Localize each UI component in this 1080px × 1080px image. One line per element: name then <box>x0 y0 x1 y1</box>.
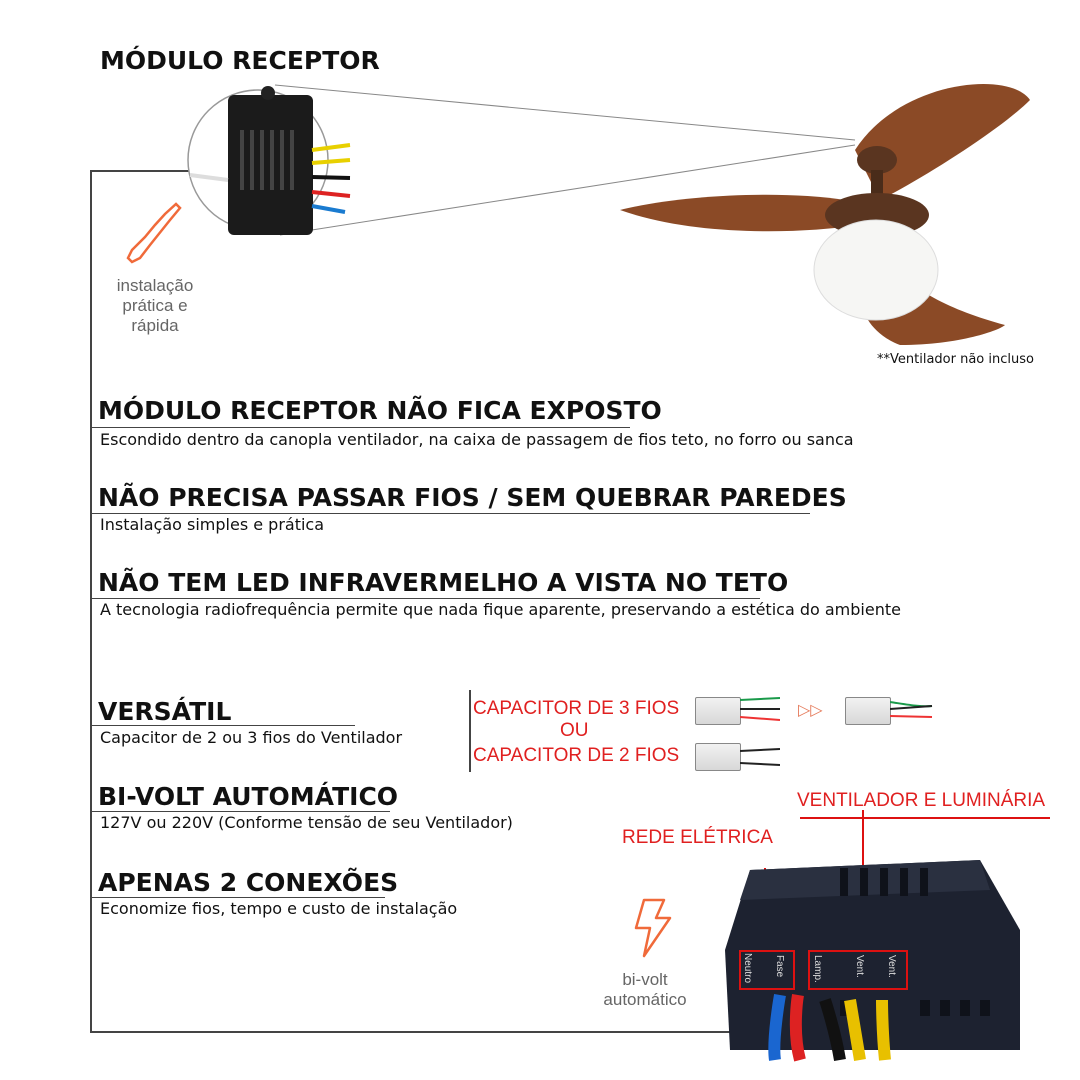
feature-title: MÓDULO RECEPTOR NÃO FICA EXPOSTO <box>98 396 662 425</box>
bivolt-note-line: automático <box>603 990 687 1009</box>
module-title: MÓDULO RECEPTOR <box>100 46 380 75</box>
capacitor-2-wires-label: CAPACITOR DE 2 FIOS <box>473 745 680 766</box>
feature-title: BI-VOLT AUTOMÁTICO <box>98 782 399 811</box>
bivolt-note: bi-volt automático <box>585 970 705 1010</box>
receiver-module-illustration <box>725 810 1050 1062</box>
capacitor-wires <box>740 748 780 766</box>
fan-terminal-box <box>808 950 908 990</box>
lightning-icon <box>634 898 672 958</box>
capacitor-divider <box>469 690 471 772</box>
feature-desc: Capacitor de 2 ou 3 fios do Ventilador <box>100 728 403 747</box>
feature-desc: Economize fios, tempo e custo de instala… <box>100 899 458 918</box>
feature-title: VERSÁTIL <box>98 697 232 726</box>
feature-underline <box>90 897 385 898</box>
install-note-line: prática e <box>122 296 188 315</box>
feature-desc: A tecnologia radiofrequência permite que… <box>100 600 901 619</box>
mains-terminal-box <box>739 950 795 990</box>
feature-underline <box>90 513 810 514</box>
bivolt-note-line: bi-volt <box>622 970 668 989</box>
feature-underline <box>90 427 630 428</box>
left-vertical-line <box>90 170 92 1032</box>
feature-underline <box>90 811 390 812</box>
capacitor-wires <box>890 701 933 718</box>
feature-title: NÃO PRECISA PASSAR FIOS / SEM QUEBRAR PA… <box>98 483 847 512</box>
feature-desc: Instalação simples e prática <box>100 515 325 534</box>
install-note: instalação prática e rápida <box>100 276 210 336</box>
feature-title: NÃO TEM LED INFRAVERMELHO A VISTA NO TET… <box>98 568 789 597</box>
arrow-icon: ▷▷ <box>798 700 823 719</box>
terminal-label: Fase <box>774 955 785 978</box>
module-zoom-illustration <box>126 84 1030 345</box>
feature-underline <box>90 725 355 726</box>
top-connector-line <box>90 170 190 172</box>
install-note-line: instalação <box>116 276 194 295</box>
capacitor-3-wire-icon <box>695 697 741 725</box>
feature-desc: 127V ou 220V (Conforme tensão de seu Ven… <box>100 813 513 832</box>
fan-and-light-label: VENTILADOR E LUMINÁRIA <box>797 790 1046 811</box>
terminal-label: Vent. <box>886 955 897 978</box>
feature-underline <box>90 598 760 599</box>
capacitor-or-label: OU <box>560 720 589 741</box>
feature-desc: Escondido dentro da canopla ventilador, … <box>100 430 854 449</box>
capacitor-3-wires-label: CAPACITOR DE 3 FIOS <box>473 698 680 719</box>
capacitor-2-wire-icon <box>695 743 741 771</box>
terminal-label: Vent. <box>854 955 865 978</box>
mains-label: REDE ELÉTRICA <box>622 827 773 848</box>
fan-not-included-note: **Ventilador não incluso <box>877 352 1034 367</box>
capacitor-3-wire-joined-icon <box>845 697 891 725</box>
bottom-line <box>90 1031 730 1033</box>
terminal-label: Lamp. <box>812 955 823 983</box>
terminal-label: Neutro <box>742 953 753 984</box>
capacitor-wires <box>740 697 780 721</box>
feature-title: APENAS 2 CONEXÕES <box>98 868 399 897</box>
install-note-line: rápida <box>131 316 179 335</box>
screwdriver-icon <box>126 202 182 264</box>
